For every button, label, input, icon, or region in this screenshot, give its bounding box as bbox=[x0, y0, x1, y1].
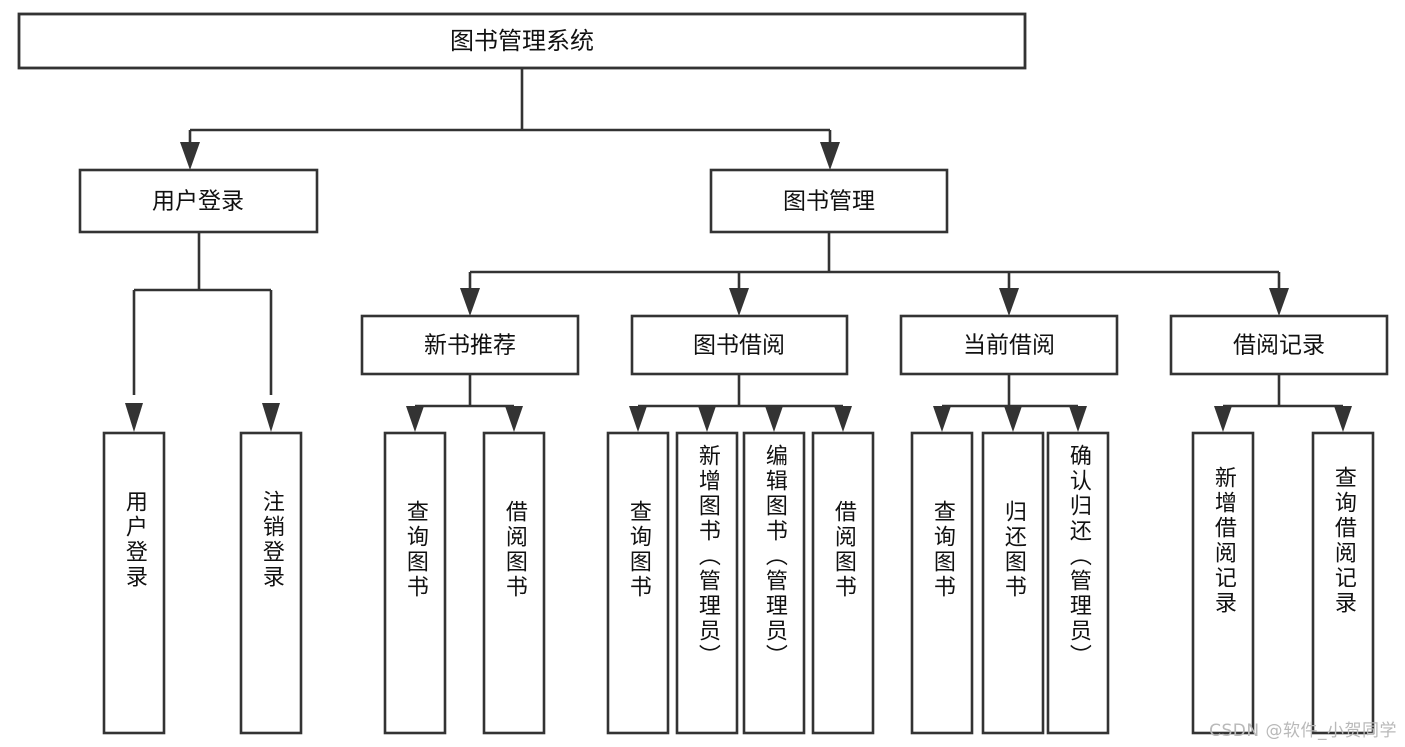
node-new-book-recommend-label: 新书推荐 bbox=[424, 333, 516, 359]
arrowhead-leaf-query-record bbox=[1334, 406, 1352, 432]
leaf-logout-login-box[interactable] bbox=[239, 431, 303, 735]
leaf-borrow-book-1-box[interactable] bbox=[482, 431, 546, 735]
node-current-borrow[interactable]: 当前借阅 bbox=[899, 314, 1119, 376]
arrowhead-leaf-logout-login bbox=[262, 403, 280, 432]
leaf-query-book-3-box[interactable] bbox=[910, 431, 974, 735]
node-root-box[interactable] bbox=[17, 12, 1027, 70]
arrowhead-new-book-recommend bbox=[460, 288, 480, 316]
node-book-borrow-label: 图书借阅 bbox=[693, 333, 785, 359]
arrowhead-leaf-query-book-3 bbox=[933, 406, 951, 432]
leaf-add-book-box[interactable] bbox=[675, 431, 739, 735]
node-user-login-label: 用户登录 bbox=[152, 189, 244, 215]
arrowhead-book-management bbox=[820, 142, 840, 170]
arrowhead-book-borrow bbox=[729, 288, 749, 316]
node-book-management-label: 图书管理 bbox=[783, 189, 875, 215]
node-current-borrow-box[interactable] bbox=[899, 314, 1119, 376]
node-user-login[interactable]: 用户登录 bbox=[78, 168, 319, 234]
node-new-book-recommend[interactable]: 新书推荐 bbox=[360, 314, 580, 376]
leaf-edit-book-box[interactable] bbox=[742, 431, 806, 735]
arrowhead-leaf-add-book bbox=[698, 406, 716, 432]
connectors bbox=[125, 68, 1352, 432]
node-book-borrow[interactable]: 图书借阅 bbox=[630, 314, 849, 376]
leaf-boxes bbox=[102, 431, 1375, 735]
node-current-borrow-label: 当前借阅 bbox=[963, 333, 1055, 359]
node-borrow-record-box[interactable] bbox=[1169, 314, 1389, 376]
arrowhead-leaf-add-record bbox=[1214, 406, 1232, 432]
arrowhead-user-login bbox=[180, 142, 200, 170]
arrowhead-current-borrow bbox=[999, 288, 1019, 316]
leaf-query-book-1-box[interactable] bbox=[383, 431, 447, 735]
arrowhead-leaf-edit-book bbox=[765, 406, 783, 432]
csdn-watermark: CSDN @软件_小贺同学 bbox=[1209, 721, 1397, 741]
leaf-return-book-box[interactable] bbox=[981, 431, 1045, 735]
arrowhead-borrow-record bbox=[1269, 288, 1289, 316]
node-user-login-box[interactable] bbox=[78, 168, 319, 234]
leaf-confirm-return-box[interactable] bbox=[1046, 431, 1110, 735]
arrowhead-leaf-user-login bbox=[125, 403, 143, 432]
leaf-borrow-book-2-box[interactable] bbox=[811, 431, 875, 735]
arrowhead-leaf-return-book bbox=[1004, 406, 1022, 432]
node-root-label: 图书管理系统 bbox=[450, 27, 594, 55]
node-new-book-recommend-box[interactable] bbox=[360, 314, 580, 376]
node-book-borrow-box[interactable] bbox=[630, 314, 849, 376]
node-book-management[interactable]: 图书管理 bbox=[709, 168, 949, 234]
arrowhead-leaf-confirm-return bbox=[1069, 406, 1087, 432]
node-root[interactable]: 图书管理系统 bbox=[17, 12, 1027, 70]
leaf-add-record-box[interactable] bbox=[1191, 431, 1255, 735]
arrowhead-leaf-borrow-book-1 bbox=[505, 406, 523, 432]
arrowhead-leaf-borrow-book-2 bbox=[834, 406, 852, 432]
node-book-management-box[interactable] bbox=[709, 168, 949, 234]
leaf-user-login-box[interactable] bbox=[102, 431, 166, 735]
arrowhead-leaf-query-book-2 bbox=[629, 406, 647, 432]
node-borrow-record[interactable]: 借阅记录 bbox=[1169, 314, 1389, 376]
leaf-query-record-box[interactable] bbox=[1311, 431, 1375, 735]
leaf-query-book-2-box[interactable] bbox=[606, 431, 670, 735]
arrowhead-leaf-query-book-1 bbox=[406, 406, 424, 432]
node-borrow-record-label: 借阅记录 bbox=[1233, 333, 1325, 359]
